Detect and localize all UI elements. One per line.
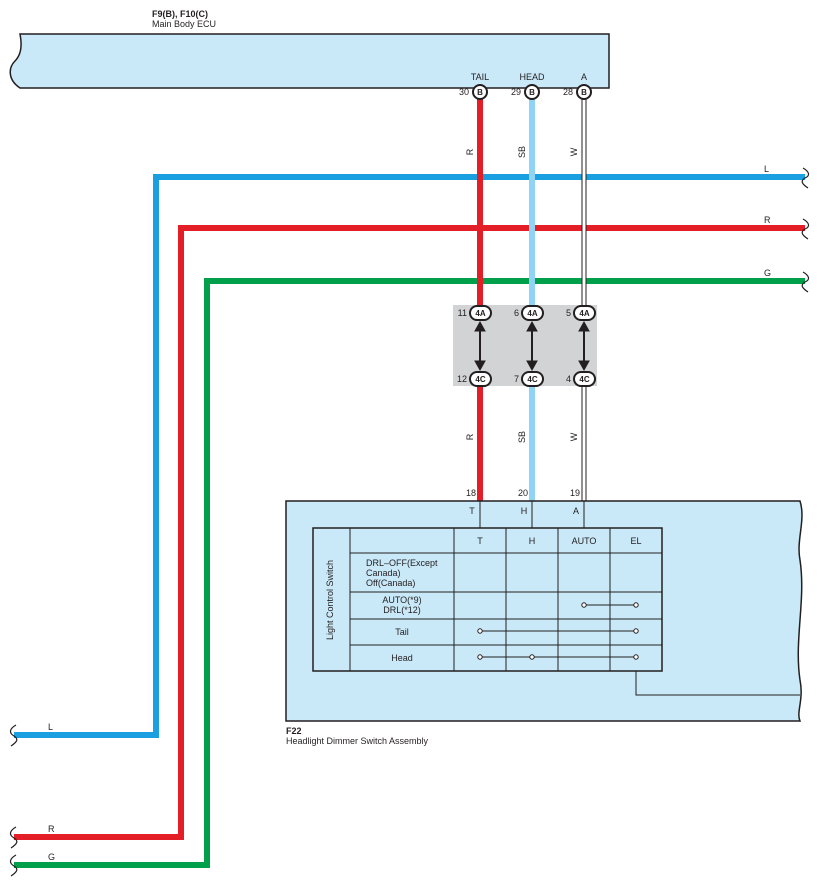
table-row-head: Head xyxy=(391,653,413,663)
svg-text:6: 6 xyxy=(514,308,519,318)
junction-pin-4: 4 4C xyxy=(566,371,596,387)
ecu-pin-head: 29 B xyxy=(511,84,540,100)
ecu-box xyxy=(9,33,610,89)
wire-label-w-lower: W xyxy=(569,432,579,441)
switch-connector-id: F22 xyxy=(286,726,302,736)
continuity-tail-row xyxy=(477,628,639,634)
svg-text:7: 7 xyxy=(514,374,519,384)
table-row-auto-line1: AUTO(*9) xyxy=(382,595,421,605)
svg-text:4C: 4C xyxy=(527,375,537,384)
junction-pin-6: 6 4A xyxy=(514,305,544,321)
ecu-pin-conn: B xyxy=(581,88,587,97)
table-row-drl-off-line2: Canada) xyxy=(366,568,401,578)
ecu-terminal-a: A xyxy=(581,72,587,82)
svg-text:4C: 4C xyxy=(475,375,485,384)
ecu-pin-number: 28 xyxy=(563,87,573,97)
svg-text:4A: 4A xyxy=(527,309,537,318)
bus-label-g-left: G xyxy=(48,852,55,862)
table-row-auto-line2: DRL(*12) xyxy=(383,605,421,615)
table-col-auto: AUTO xyxy=(572,536,597,546)
ecu-connector-ids: F9(B), F10(C) xyxy=(152,9,208,19)
junction-pin-11: 11 4A xyxy=(458,305,492,321)
table-col-el: EL xyxy=(630,536,641,546)
ecu-pin-a: 28 B xyxy=(563,84,592,100)
svg-text:4A: 4A xyxy=(579,309,589,318)
table-side-label: Light Control Switch xyxy=(325,560,335,640)
break-marks-left xyxy=(9,724,18,877)
ecu-pin-number: 29 xyxy=(511,87,521,97)
svg-text:4: 4 xyxy=(566,374,571,384)
bus-label-l-right: L xyxy=(764,164,769,174)
switch-terminal-t: T xyxy=(469,506,475,516)
wire-label-r-upper: R xyxy=(465,148,475,155)
wire-label-w-upper: W xyxy=(569,147,579,156)
switch-name: Headlight Dimmer Switch Assembly xyxy=(286,736,429,746)
table-col-h: H xyxy=(529,536,536,546)
switch-terminal-a: A xyxy=(573,506,579,516)
junction-pin-5: 5 4A xyxy=(566,305,596,321)
table-col-t: T xyxy=(477,536,483,546)
ecu-pin-conn: B xyxy=(529,88,535,97)
bus-label-r-left: R xyxy=(48,824,55,834)
bus-line-r xyxy=(14,225,805,840)
table-row-drl-off-line3: Off(Canada) xyxy=(366,578,415,588)
svg-text:4A: 4A xyxy=(475,309,485,318)
switch-terminal-h: H xyxy=(521,506,528,516)
ecu-terminal-tail: TAIL xyxy=(471,72,489,82)
switch-pin-18: 18 xyxy=(466,488,476,498)
junction-pin-7: 7 4C xyxy=(514,371,544,387)
ecu-pin-number: 30 xyxy=(459,87,469,97)
wire-label-sb-upper: SB xyxy=(517,146,527,158)
wire-label-sb-lower: SB xyxy=(517,431,527,443)
svg-text:12: 12 xyxy=(457,374,467,384)
table-row-drl-off-line1: DRL–OFF(Except xyxy=(366,558,438,568)
switch-leads xyxy=(479,501,800,696)
table-row-tail: Tail xyxy=(395,627,409,637)
bus-label-l-left: L xyxy=(48,722,53,732)
ecu-terminal-head: HEAD xyxy=(519,72,545,82)
continuity-auto-row xyxy=(581,602,639,608)
bus-label-r-right: R xyxy=(764,215,771,225)
switch-table xyxy=(312,527,663,672)
ecu-pin-tail: 30 B xyxy=(459,84,488,100)
break-marks-right xyxy=(801,167,810,293)
junction-pin-12: 12 4C xyxy=(457,371,492,387)
junction-arrows xyxy=(474,320,590,372)
continuity-head-row xyxy=(477,654,639,660)
bus-label-g-right: G xyxy=(764,268,771,278)
svg-text:5: 5 xyxy=(566,308,571,318)
wire-label-r-lower: R xyxy=(465,433,475,440)
bus-line-g xyxy=(14,278,805,868)
svg-text:4C: 4C xyxy=(579,375,589,384)
svg-text:11: 11 xyxy=(458,308,467,318)
ecu-name: Main Body ECU xyxy=(152,19,216,29)
switch-pin-19: 19 xyxy=(570,488,580,498)
switch-pin-20: 20 xyxy=(518,488,528,498)
ecu-pin-conn: B xyxy=(477,88,483,97)
